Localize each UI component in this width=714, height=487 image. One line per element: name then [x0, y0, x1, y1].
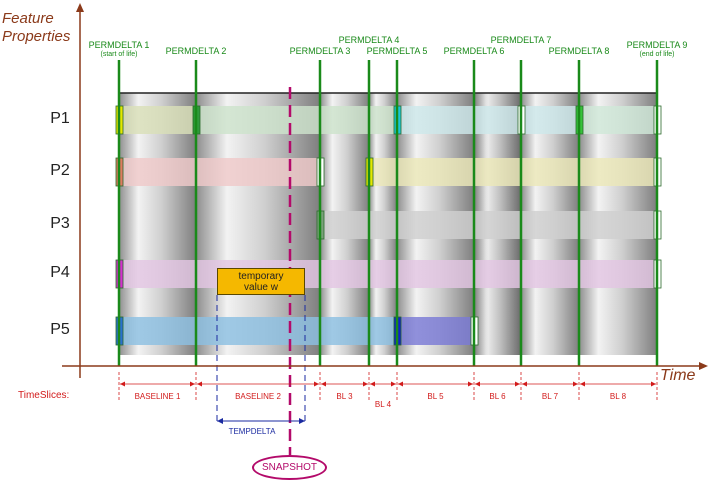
timeslice-label-4: BL 4: [374, 400, 392, 409]
timeslice-label-8: BL 8: [609, 392, 627, 401]
property-bar-p1: [119, 106, 196, 134]
timeslices-label: TimeSlices:: [18, 390, 70, 401]
permdelta-name: PERMDELTA 5: [366, 46, 428, 56]
timeslice-label-7: BL 7: [541, 392, 559, 401]
property-label-p2: P2: [50, 162, 70, 179]
temporary-value-line1: temporary: [238, 271, 284, 282]
permdelta-label-2: PERMDELTA 2: [166, 46, 227, 56]
property-bar-p1: [397, 106, 579, 134]
permdelta-label-5: PERMDELTA 5: [367, 46, 428, 56]
permdelta-label-4: PERMDELTA 4: [339, 35, 400, 45]
permdelta-label-7: PERMDELTA 7: [491, 35, 552, 45]
timeslice-arrowheads: [475, 381, 520, 387]
property-bar-p5: [119, 317, 397, 345]
x-axis-title: Time: [660, 367, 696, 384]
permdelta-label-9: PERMDELTA 9(end of life): [627, 40, 688, 60]
timeslice-label-6: BL 6: [489, 392, 506, 401]
x-axis-arrowhead: [699, 362, 708, 370]
tempdelta-label: TEMPDELTA: [228, 427, 276, 436]
permdelta-name: PERMDELTA 3: [289, 46, 351, 56]
permdelta-label-8: PERMDELTA 8: [549, 46, 610, 56]
timeslice-band: [119, 93, 196, 355]
property-bar-p5: [397, 317, 474, 345]
property-bar-p2: [119, 158, 320, 186]
timeslice-label-5: BL 5: [427, 392, 444, 401]
y-axis-arrowhead: [76, 3, 84, 12]
timeslice-label-2: BASELINE 2: [235, 392, 281, 401]
property-label-p3: P3: [50, 215, 70, 232]
property-bar-p2: [369, 158, 657, 186]
property-label-p1: P1: [50, 110, 70, 127]
property-bar-p1: [196, 106, 397, 134]
permdelta-name: PERMDELTA 9: [626, 40, 688, 50]
permdelta-name: PERMDELTA 1: [88, 40, 150, 50]
property-label-p4: P4: [50, 264, 70, 281]
timeslice-band: [196, 93, 320, 355]
permdelta-name: PERMDELTA 8: [548, 46, 610, 56]
timeslice-label-1: BASELINE 1: [134, 392, 181, 401]
timeslice-arrowheads: [321, 381, 368, 387]
permdelta-name: PERMDELTA 4: [338, 35, 400, 45]
permdelta-name: PERMDELTA 6: [443, 46, 505, 56]
permdelta-label-1: PERMDELTA 1(start of life): [89, 40, 150, 60]
property-bar-p4: [119, 260, 657, 288]
property-label-p5: P5: [50, 321, 70, 338]
y-axis-title: Feature Properties: [2, 10, 70, 46]
temporary-value-line2: value w: [244, 282, 278, 293]
timeslice-label-3: BL 3: [336, 392, 353, 401]
snapshot-marker: SNAPSHOT: [252, 455, 327, 480]
y-axis-title-line2: Properties: [2, 28, 71, 45]
property-bar-p3: [320, 211, 657, 239]
permdelta-note: (end of life): [639, 51, 675, 58]
temporary-value-box: temporary value w: [217, 268, 305, 295]
y-axis-title-line1: Feature: [2, 10, 54, 27]
permdelta-label-3: PERMDELTA 3: [290, 46, 351, 56]
permdelta-note: (start of life): [100, 51, 138, 58]
permdelta-label-6: PERMDELTA 6: [444, 46, 505, 56]
permdelta-name: PERMDELTA 2: [165, 46, 227, 56]
property-bar-p1: [579, 106, 657, 134]
permdelta-name: PERMDELTA 7: [490, 35, 552, 45]
